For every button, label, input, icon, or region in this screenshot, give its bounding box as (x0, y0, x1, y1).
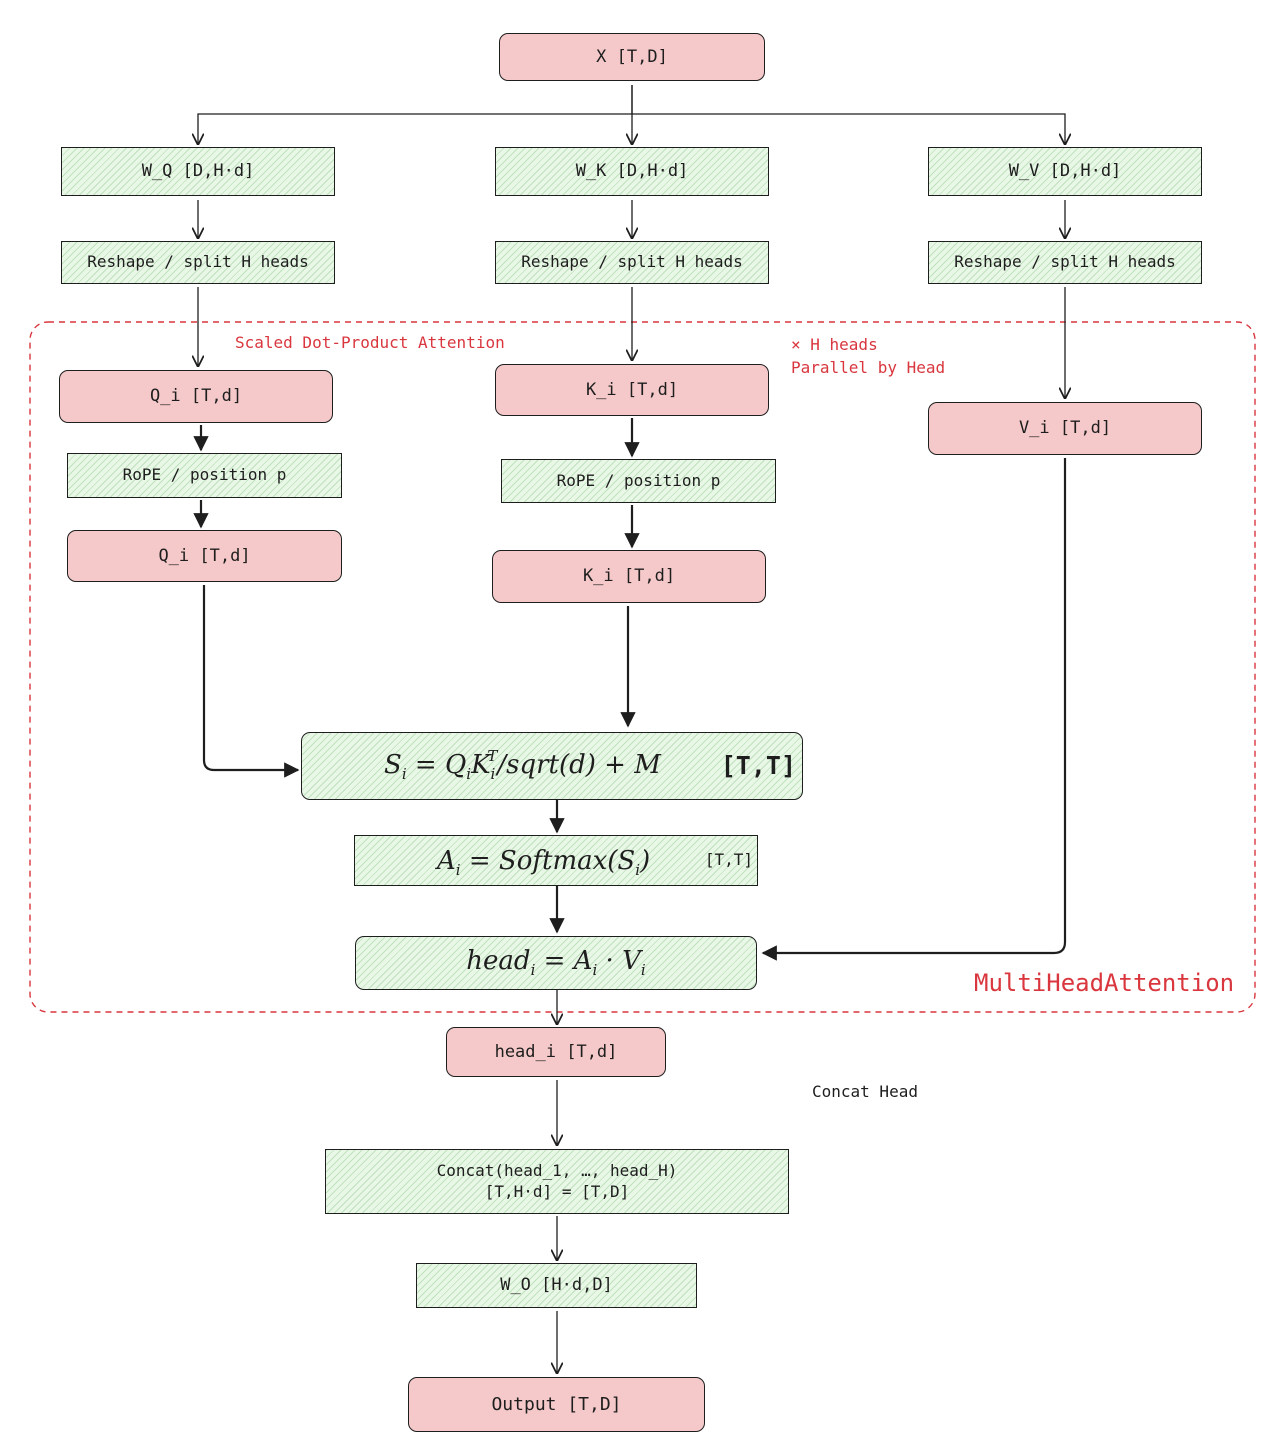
node-concat: Concat(head_1, …, head_H) [T,H·d] = [T,D… (325, 1149, 789, 1214)
edge-qi-scores (202, 585, 300, 778)
sdpa-label: Scaled Dot-Product Attention (235, 333, 505, 352)
edge-x-to-wq (198, 85, 633, 144)
edge-x-to-wv (632, 113, 1065, 144)
node-w-q: W_Q [D,H·d] (61, 147, 335, 196)
mha-group-frame (29, 321, 1256, 1013)
node-v-i: V_i [T,d] (928, 402, 1202, 455)
node-rope-q: RoPE / position p (67, 453, 342, 498)
node-q-i: Q_i [T,d] (59, 370, 333, 423)
mha-label: MultiHeadAttention (974, 969, 1235, 997)
node-w-o: W_O [H·d,D] (416, 1263, 697, 1308)
scores-formula: Si = QiKiT/sqrt(d) + M (384, 747, 661, 784)
node-head-i: head_i [T,d] (446, 1027, 666, 1077)
node-reshape-q: Reshape / split H heads (61, 241, 335, 284)
node-head-formula: headi = Ai · Vi (355, 936, 757, 990)
node-rope-k: RoPE / position p (501, 459, 776, 503)
node-k-i-rotated: K_i [T,d] (492, 550, 766, 603)
heads-count-label: × H heads (791, 335, 878, 354)
node-output: Output [T,D] (408, 1377, 705, 1432)
node-w-v: W_V [D,H·d] (928, 147, 1202, 196)
scores-dim: [T,T] (720, 751, 796, 780)
node-w-k: W_K [D,H·d] (495, 147, 769, 196)
node-reshape-k: Reshape / split H heads (495, 241, 769, 284)
concat-line-1: Concat(head_1, …, head_H) (436, 1160, 678, 1180)
softmax-dim: [T,T] (704, 850, 753, 869)
node-reshape-v: Reshape / split H heads (928, 241, 1202, 284)
node-scores: Si = QiKiT/sqrt(d) + M [T,T] (301, 732, 803, 800)
node-q-i-rotated: Q_i [T,d] (67, 530, 342, 582)
node-k-i: K_i [T,d] (495, 364, 769, 416)
concat-line-2: [T,H·d] = [T,D] (484, 1181, 630, 1201)
edge-vi-head (761, 458, 1067, 961)
softmax-formula: Ai = Softmax(Si) (437, 846, 651, 880)
concat-head-label: Concat Head (812, 1082, 918, 1101)
node-softmax: Ai = Softmax(Si) [T,T] (354, 835, 758, 886)
node-x-input: X [T,D] (499, 33, 765, 81)
parallel-label: Parallel by Head (791, 358, 946, 377)
head-formula: headi = Ai · Vi (466, 946, 646, 980)
